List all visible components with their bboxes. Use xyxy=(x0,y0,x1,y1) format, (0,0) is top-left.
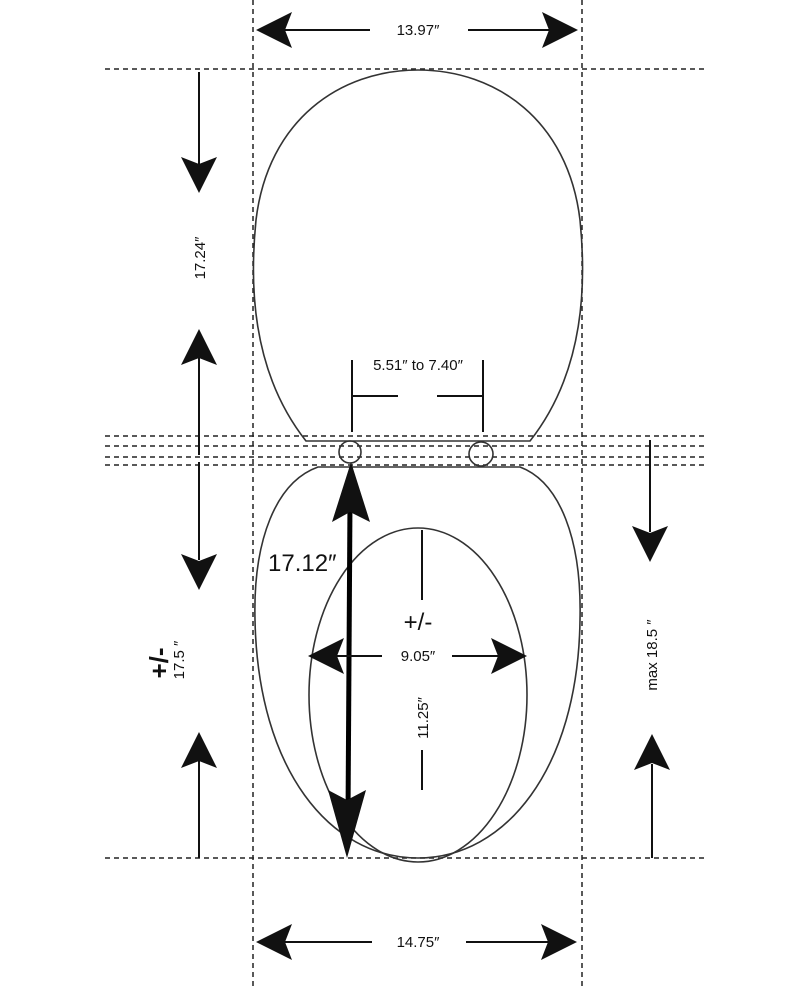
arrowhead-up-icon xyxy=(181,329,217,365)
lid-width-label: 13.97″ xyxy=(397,22,441,39)
opening-tolerance-label: +/- xyxy=(404,609,433,636)
lid-outline xyxy=(252,69,584,442)
seat-length-dimension: 17.5 ″ +/- xyxy=(144,462,217,858)
opening-width-label: 9.05″ xyxy=(401,648,436,665)
opening-length-dimension: 11.25″ xyxy=(415,530,432,790)
arrowhead-up-icon xyxy=(332,462,370,522)
seat-length-label: 17.5 ″ xyxy=(171,640,188,679)
arrowhead-down-icon xyxy=(181,157,217,193)
seat-outline xyxy=(254,466,581,859)
bolt-spacing-dimension: 5.51″ to 7.40″ xyxy=(351,357,484,432)
arrowhead-up-icon xyxy=(634,734,670,770)
arrowhead-right-icon xyxy=(491,638,527,674)
arrowhead-down-icon xyxy=(632,526,668,562)
arrowhead-down-icon xyxy=(328,790,366,858)
seat-width-dimension: 14.75″ xyxy=(256,924,577,960)
left-bolt-circle xyxy=(338,440,362,464)
guide-lines xyxy=(105,0,705,987)
max-length-label: max 18.5 ″ xyxy=(644,619,661,691)
arrowhead-left-icon xyxy=(308,638,344,674)
seat-tolerance-label: +/- xyxy=(144,647,174,678)
arrowhead-left-icon xyxy=(256,12,292,48)
opening-length-label: 11.25″ xyxy=(415,696,432,738)
right-bolt-circle xyxy=(468,441,494,467)
lid-width-dimension: 13.97″ xyxy=(256,12,578,48)
seat-diagonal-label: 17.12″ xyxy=(268,550,337,577)
seat-width-label: 14.75″ xyxy=(397,934,441,951)
seat-diagonal-dimension: 17.12″ xyxy=(268,462,370,858)
seat-opening-outline xyxy=(308,527,528,863)
arrowhead-left-icon xyxy=(256,924,292,960)
arrowhead-up-icon xyxy=(181,732,217,768)
arrowhead-right-icon xyxy=(541,924,577,960)
arrowhead-right-icon xyxy=(542,12,578,48)
arrowhead-down-icon xyxy=(181,554,217,590)
lid-length-dimension: 17.24″ xyxy=(181,72,217,455)
max-length-dimension: max 18.5 ″ xyxy=(632,440,670,858)
lid-length-label: 17.24″ xyxy=(192,236,209,280)
opening-width-dimension: 9.05″ +/- xyxy=(308,609,527,674)
bolt-spacing-label: 5.51″ to 7.40″ xyxy=(373,357,464,374)
